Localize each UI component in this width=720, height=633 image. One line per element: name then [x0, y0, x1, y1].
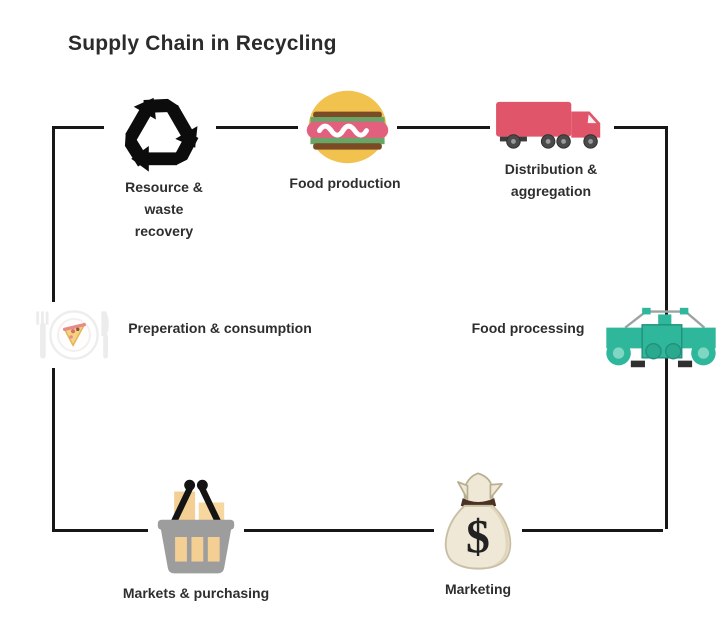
label-food-production: Food production	[289, 175, 401, 191]
node-marketing: $	[434, 468, 522, 578]
node-resource-waste-recovery	[104, 80, 216, 180]
label-marketing: Marketing	[444, 581, 512, 597]
recycle-icon	[108, 83, 207, 172]
shopping-basket-icon	[157, 479, 235, 574]
label-line: Resource &	[125, 179, 203, 195]
label-distribution-aggregation: Distribution & aggregation	[505, 158, 598, 202]
label-line: aggregation	[510, 183, 592, 199]
label-line: Distribution &	[504, 161, 598, 177]
label-food-processing: Food processing	[471, 320, 585, 336]
node-food-processing	[602, 305, 720, 371]
label-line: recovery	[134, 223, 194, 239]
page-title: Supply Chain in Recycling	[68, 32, 337, 55]
node-markets-purchasing	[148, 476, 244, 578]
label-markets-purchasing: Markets & purchasing	[122, 585, 270, 601]
label-line: waste	[144, 201, 184, 217]
node-distribution-aggregation	[490, 98, 614, 154]
hamburger-icon	[306, 90, 389, 164]
pizza-plate-icon	[36, 310, 109, 360]
label-preparation-consumption: Preperation & consumption	[128, 320, 312, 336]
processing-machine-icon	[606, 307, 716, 368]
delivery-truck-icon	[496, 101, 601, 149]
node-preparation-consumption	[28, 302, 120, 368]
money-bag-icon: $	[444, 472, 512, 570]
dollar-sign: $	[466, 511, 490, 564]
label-resource-waste-recovery: Resource & waste recovery	[125, 176, 203, 242]
loop-line-bottom	[52, 529, 663, 532]
node-food-production	[298, 87, 397, 167]
